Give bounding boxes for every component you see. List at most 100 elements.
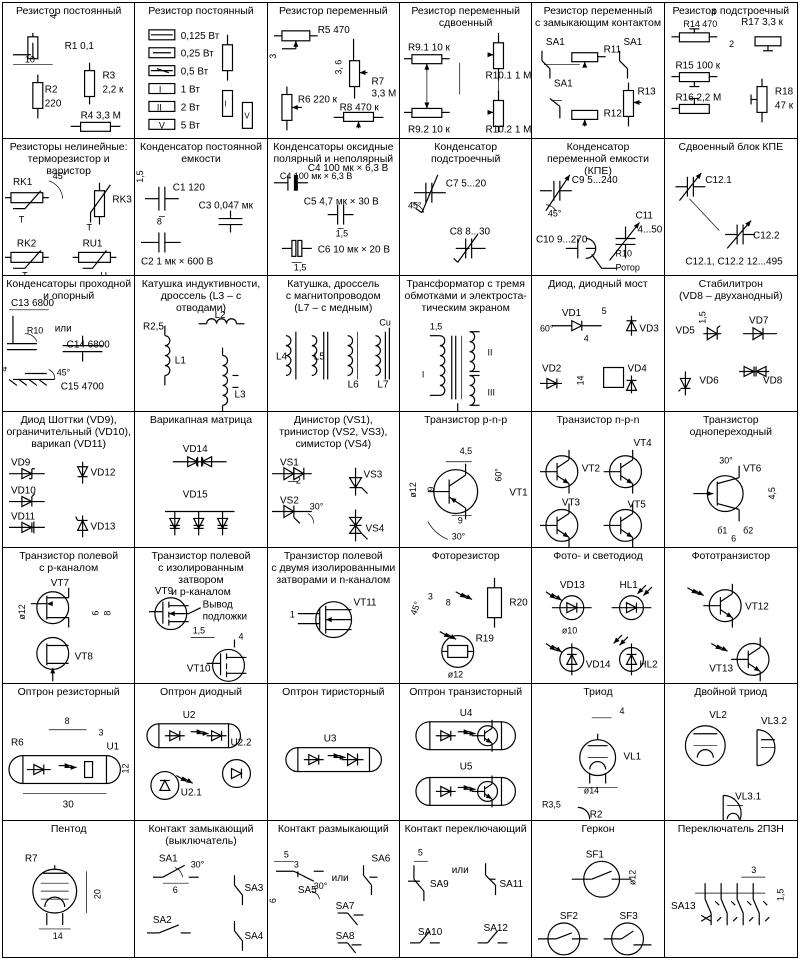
symbol-label: VS1: [280, 458, 299, 469]
cell-title: Оптрон резисторный: [17, 686, 120, 699]
symbol-label: R19: [476, 634, 495, 645]
arrow-head: [549, 645, 557, 651]
symbol-label: R10: [27, 325, 43, 335]
arrow-head: [562, 531, 570, 538]
transistor-circle: [314, 601, 352, 639]
wire: [346, 942, 356, 953]
symbol-label: RU1: [83, 239, 103, 250]
symbol-label: SA10: [418, 927, 443, 938]
diode-symbol: [21, 495, 34, 508]
arrow-head: [582, 119, 588, 126]
symbol-label: 4,5: [767, 487, 777, 499]
wire: [720, 898, 728, 914]
resistor-body: [411, 107, 443, 118]
symbol-label: C4 100 мк × 6,3 В: [307, 163, 388, 174]
symbol-label: VL3.2: [761, 716, 787, 727]
symbol-label: 45°: [53, 171, 67, 181]
symbol-label: C2 1 мк × 600 В: [141, 257, 214, 268]
symbol-label: 1: [290, 610, 295, 620]
cell-title: Двойной триод: [694, 686, 768, 699]
diode-symbol: [76, 518, 89, 531]
resistor-body: [148, 82, 176, 95]
symbol-label: VD11: [11, 511, 36, 522]
symbol-label: R20: [509, 598, 528, 609]
transistor-circle: [36, 591, 70, 625]
cell-title: Фототранзистор: [691, 550, 771, 563]
resistor-body: [678, 32, 710, 43]
wire: [234, 884, 244, 896]
wire: [188, 607, 202, 615]
symbol-label: V: [159, 120, 165, 130]
wire: [362, 874, 372, 886]
symbol-label: ø12: [408, 482, 418, 497]
cathode-arc: [726, 813, 740, 820]
resistor-body: [348, 60, 360, 88]
symbol-label: 2: [729, 39, 734, 49]
wire: [688, 198, 720, 232]
symbol-drawing: U3: [284, 734, 382, 773]
symbol-label: VT6: [743, 464, 762, 475]
symbol-label: 2,2 к: [102, 85, 124, 96]
diode-symbol: [679, 377, 692, 390]
resistor-body: [93, 190, 106, 218]
arrow-head: [339, 755, 346, 761]
coil-symbol: [439, 334, 446, 396]
resistor-body: [78, 252, 112, 264]
diode-symbol: [21, 521, 34, 534]
symbol-label: 30°: [719, 456, 733, 466]
symbol-label: L1: [175, 355, 187, 366]
dim-arc: [546, 204, 557, 212]
wire: [748, 916, 754, 922]
symbol-label: VD3: [640, 323, 660, 334]
coil-symbol: [311, 334, 317, 376]
symbol-label: VD7: [749, 315, 769, 326]
symbol-label: R5 470: [317, 25, 350, 36]
symbol-label: U3: [323, 734, 336, 745]
symbol-label: VL3.1: [735, 792, 761, 803]
wire: [752, 898, 760, 914]
symbol-label: 1,5: [294, 263, 306, 273]
wire: [714, 900, 720, 906]
cell-title: Резистор переменный сдвоенный: [411, 5, 520, 29]
wire: [716, 502, 739, 510]
symbol-label: R10.1 1 M: [486, 71, 532, 82]
resistor-body: [756, 85, 768, 114]
symbol-label: 5: [284, 849, 289, 859]
photoresistor-body: [447, 645, 469, 659]
diode-symbol: [187, 455, 200, 468]
wire: [716, 324, 721, 328]
arrow-head: [46, 601, 53, 607]
symbol-label: R11: [604, 45, 622, 56]
symbol-label: 1,5: [135, 171, 145, 183]
symbol-label: ø10: [562, 626, 577, 636]
symbol-label: SA9: [430, 879, 449, 890]
zener-symbol: [752, 326, 764, 341]
symbol-label: ø12: [17, 604, 27, 619]
symbol-label: VT12: [745, 602, 769, 613]
symbol-label: Вывод: [203, 600, 233, 611]
cell-title: Транзистор полевой с р-каналом: [19, 550, 119, 575]
diode-symbol: [159, 779, 172, 792]
arrow-head: [485, 793, 493, 800]
symbol-label: 1,5: [430, 321, 442, 331]
